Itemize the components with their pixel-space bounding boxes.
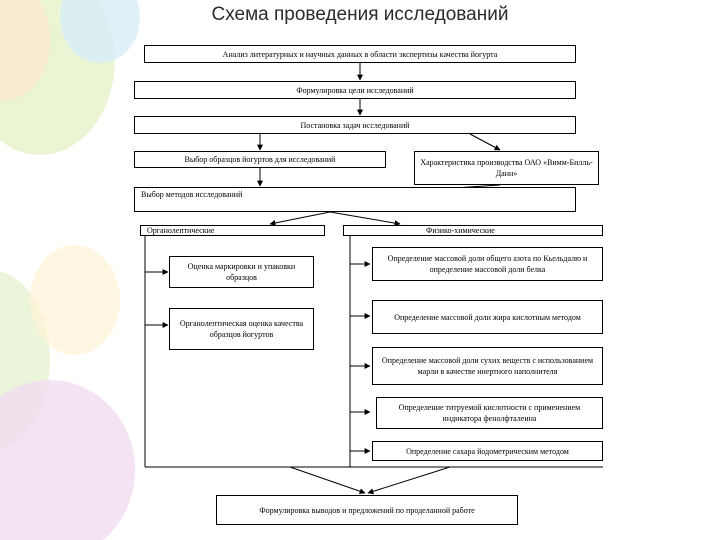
box-dry-matter: Определение массовой доли сухих веществ …	[372, 347, 603, 385]
balloon-shape	[30, 245, 120, 355]
box-acidity: Определение титруемой кислотности с прим…	[376, 397, 603, 429]
page-title: Схема проведения исследований	[211, 4, 509, 25]
box-labeling-assessment: Оценка маркировки и упаковки образцов	[169, 256, 314, 288]
box-production-characteristic: Характеристика производства ОАО «Вимм-Би…	[414, 151, 599, 185]
box-organoleptic-assessment: Органолептическая оценка качества образц…	[169, 308, 314, 350]
arrow-connector	[269, 211, 331, 226]
arrow-connector	[329, 211, 401, 227]
box-physicochemical: Физико-химические	[343, 225, 603, 236]
box-research-goal: Формулировка цели исследований	[134, 81, 576, 99]
box-research-tasks: Постановка задач исследований	[134, 116, 576, 134]
box-fat-content: Определение массовой доли жира кислотным…	[372, 300, 603, 334]
arrow-connector	[469, 133, 501, 151]
box-sugar: Определение сахара йодометрическим метод…	[372, 441, 603, 461]
arrow-connector	[367, 466, 451, 495]
arrow-connector	[289, 466, 366, 495]
balloon-shape	[60, 0, 140, 63]
balloon-shape	[0, 380, 135, 540]
box-nitrogen-protein: Определение массовой доли общего азота п…	[372, 247, 603, 281]
box-literature-analysis: Анализ литературных и научных данных в о…	[144, 45, 576, 63]
box-method-selection: Выбор методов исследований	[134, 187, 576, 212]
box-organoleptic: Органолептические	[140, 225, 325, 236]
box-conclusions: Формулировка выводов и предложений по пр…	[216, 495, 518, 525]
balloon-shape	[0, 0, 50, 100]
box-sample-selection: Выбор образцов йогуртов для исследований	[134, 151, 386, 168]
